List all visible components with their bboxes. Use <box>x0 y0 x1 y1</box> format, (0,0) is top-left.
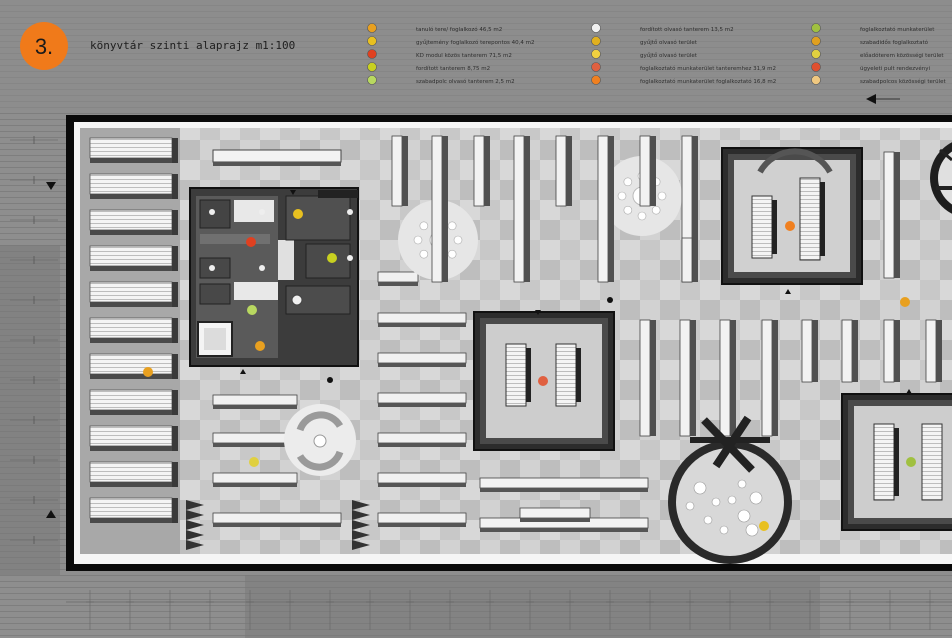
legend-swatch <box>591 23 601 33</box>
legend-swatch <box>367 75 377 85</box>
legend-label: gyűjtemény foglalkozó terepontos 40,4 m2 <box>416 39 535 46</box>
study-room-centre <box>473 311 615 451</box>
left-dimension-marks <box>10 136 58 544</box>
bottom-dimension-band <box>245 575 820 638</box>
plan-number: 3. <box>35 34 53 59</box>
legend-swatch <box>591 36 601 46</box>
legend-swatch <box>811 23 821 33</box>
legend-label: előadóterem közösségi terület <box>860 52 944 59</box>
legend-swatch <box>811 49 821 59</box>
reading-table-rows <box>212 271 467 527</box>
study-room-upper-right <box>721 147 863 285</box>
legend-label: KD modul közös tanterem 71,5 m2 <box>416 53 512 59</box>
legend-label: tanuló tere/ foglalkozó 46,5 m2 <box>416 26 502 33</box>
direction-arrow-icon <box>866 94 876 104</box>
legend-swatch <box>591 49 601 59</box>
legend-swatch <box>591 75 601 85</box>
legend-swatch <box>367 49 377 59</box>
legend-label: foglalkoztató munkaterület foglalkoztató… <box>640 78 776 85</box>
legend-label: szabadpolcos közösségi terület <box>860 78 947 85</box>
bottom-long-tables <box>186 477 649 550</box>
left-margin-band <box>0 245 60 575</box>
legend-label: foglalkoztató munkaterület tanteremhez 3… <box>640 65 776 72</box>
legend-swatch <box>367 23 377 33</box>
study-room-lower-right <box>841 393 952 531</box>
legend-swatch <box>811 62 821 72</box>
vertical-stacks <box>391 135 942 437</box>
service-core <box>189 187 359 367</box>
swirl-seating <box>284 404 356 476</box>
right-edge-round-feature <box>930 142 952 214</box>
legend-label: ügyeleti pult rendezvényi <box>860 65 931 72</box>
legend-label: szabadidős foglalkoztató <box>860 39 929 46</box>
legend-label: fordított tanterem 8,75 m2 <box>416 65 490 72</box>
legend-label: szabadpolc olvasó tanterem 2,5 m2 <box>416 78 515 85</box>
legend-label: gyűjtő olvasó terület <box>640 52 698 59</box>
legend-label: gyűjtő olvasó terület <box>640 39 698 46</box>
bottom-dimension-marks <box>66 590 952 630</box>
legend-label: fordított olvasó tanterem 13,5 m2 <box>640 26 734 33</box>
legend: tanuló tere/ foglalkozó 46,5 m2 gyűjtemén… <box>367 23 947 85</box>
plan-title: könyvtár szinti alaprajz m1:100 <box>90 39 295 52</box>
plan-number-badge <box>20 22 68 70</box>
legend-label: foglalkoztató munkaterület <box>860 26 935 33</box>
legend-swatch <box>367 62 377 72</box>
legend-swatch <box>811 75 821 85</box>
scattered-markers <box>143 190 912 467</box>
legend-swatch <box>591 62 601 72</box>
left-wall-shelves <box>89 137 178 523</box>
legend-swatch <box>811 36 821 46</box>
legend-swatch <box>367 36 377 46</box>
shelf-top-long <box>212 149 342 163</box>
